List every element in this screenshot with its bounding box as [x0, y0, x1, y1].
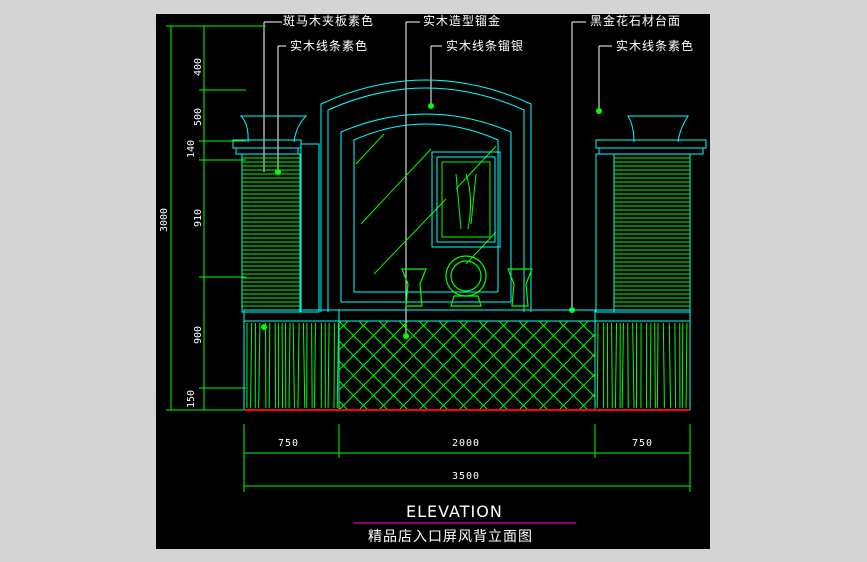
picture-frame	[431, 151, 501, 248]
base-wood-grain	[246, 322, 688, 409]
label-wood-line-silver: 实木线条镏银	[446, 39, 525, 53]
vases	[401, 255, 533, 307]
dim-total-3500: 3500	[452, 471, 481, 482]
dim-500: 500	[193, 107, 204, 126]
dim-total-height: 3000	[159, 207, 170, 232]
drawing-title: ELEVATION	[406, 502, 503, 521]
horizontal-dimensions	[243, 424, 691, 492]
base-lattice	[339, 321, 595, 410]
label-wood-line-left: 实木线条素色	[290, 39, 369, 53]
dim-140: 140	[186, 139, 197, 158]
drawing-subtitle: 精品店入口屏风背立面图	[368, 529, 533, 545]
dim-150: 150	[186, 389, 197, 408]
dim-910: 910	[193, 208, 204, 227]
left-column-slats	[242, 157, 300, 307]
leader-lines	[263, 21, 612, 336]
arch-frame	[320, 79, 532, 312]
glass-hatch	[355, 133, 497, 275]
label-zebra-wood: 斑马木夹板素色	[283, 14, 375, 28]
label-solid-wood-gilt: 实木造型镏金	[423, 14, 502, 28]
dim-900: 900	[193, 325, 204, 344]
label-wood-line-right: 实木线条素色	[616, 39, 695, 53]
dim-center-2000: 2000	[452, 438, 481, 449]
drawing-viewport: 斑马木夹板素色 实木造型镏金 黑金花石材台面 实木线条素色 实木线条镏银 实木线…	[156, 14, 710, 549]
vertical-dimensions	[166, 25, 266, 411]
elevation-drawing	[166, 21, 707, 524]
dim-400: 400	[193, 57, 204, 76]
dim-right-750: 750	[632, 438, 654, 449]
left-column	[232, 115, 320, 313]
right-column	[595, 115, 707, 313]
label-marble-top: 黑金花石材台面	[590, 14, 682, 28]
right-column-slats	[614, 157, 690, 307]
dim-left-750: 750	[278, 438, 300, 449]
